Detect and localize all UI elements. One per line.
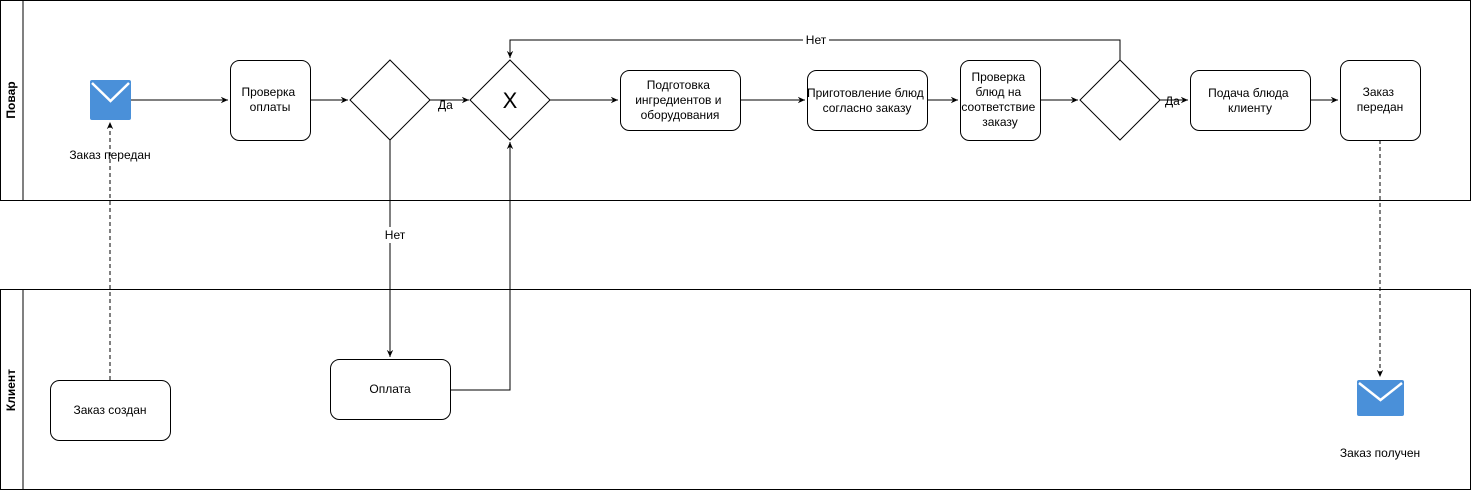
svg-text:Подача блюда клиенту: Подача блюда клиенту <box>1208 86 1292 115</box>
gateway-payment-check[interactable] <box>349 59 431 141</box>
task-check-payment[interactable]: Проверка оплаты <box>230 60 311 141</box>
task-payment-line1: Оплата <box>369 382 411 396</box>
gateway-dish-check[interactable] <box>1079 59 1161 141</box>
task-cook-line2: согласно заказу <box>823 101 912 115</box>
task-payment[interactable]: Оплата <box>330 359 451 420</box>
task-check-dishes-line1: Проверка <box>971 70 1025 84</box>
task-prepare-line2: ингредиентов и <box>635 93 721 107</box>
task-order-passed[interactable]: Заказ передан <box>1340 60 1421 141</box>
envelope-icon-end <box>1357 380 1404 416</box>
svg-text:Проверка оплаты: Проверка оплаты <box>241 85 298 114</box>
task-order-passed-line1: Заказ <box>1363 85 1395 99</box>
label-no-loop: Нет <box>806 33 827 47</box>
task-prepare-line3: оборудования <box>641 108 720 122</box>
svg-text:Заказ создан: Заказ создан <box>73 403 146 417</box>
task-order-created-line1: Заказ создан <box>73 403 146 417</box>
task-cook-line1: Приготовление блюд <box>807 86 924 100</box>
svg-text:Заказ передан: Заказ передан <box>1357 85 1404 114</box>
svg-text:Проверка блюд на с: Проверка блюд на соответствие заказу <box>961 70 1038 129</box>
task-prepare-line1: Подготовка <box>647 78 710 92</box>
event-end-label: Заказ получен <box>1340 446 1420 460</box>
svg-text:Приготовление блюд согла: Приготовление блюд согласно заказу <box>807 86 927 115</box>
task-prepare-ingredients[interactable]: Подготовка ингредиентов и оборудования <box>620 70 741 131</box>
event-start-label: Заказ передан <box>69 148 150 162</box>
svg-text:Оплата: Оплата <box>369 382 411 396</box>
task-serve-line1: Подача блюда <box>1208 86 1289 100</box>
svg-text:Подготовка ингредиентов: Подготовка ингредиентов и оборудования <box>635 78 725 122</box>
lane-cook-title: Повар <box>4 81 18 118</box>
label-yes-1: Да <box>438 98 453 112</box>
gateway-exclusive-merge[interactable]: X <box>469 59 551 141</box>
task-check-payment-line1: Проверка <box>241 85 295 99</box>
label-no-1: Нет <box>385 228 406 242</box>
task-check-dishes[interactable]: Проверка блюд на соответствие заказу <box>960 60 1041 141</box>
envelope-icon-start <box>90 80 131 120</box>
flow-labels: Да Нет Да Нет <box>382 33 1180 243</box>
lane-client-title: Клиент <box>4 369 18 411</box>
task-check-payment-line2: оплаты <box>250 100 291 114</box>
task-check-dishes-line3: соответствие <box>961 100 1035 114</box>
flow-payment-to-xor <box>450 142 514 391</box>
task-serve-line2: клиенту <box>1228 101 1272 115</box>
task-order-created[interactable]: Заказ создан <box>50 380 171 441</box>
task-serve[interactable]: Подача блюда клиенту <box>1190 70 1311 131</box>
label-yes-2: Да <box>1165 94 1180 108</box>
lane-client: Клиент <box>0 289 1471 490</box>
task-check-dishes-line4: заказу <box>982 115 1018 129</box>
gateway-x-marker: X <box>503 88 518 113</box>
task-cook[interactable]: Приготовление блюд согласно заказу <box>807 70 928 131</box>
task-check-dishes-line2: блюд на <box>975 85 1021 99</box>
task-order-passed-line2: передан <box>1357 100 1404 114</box>
